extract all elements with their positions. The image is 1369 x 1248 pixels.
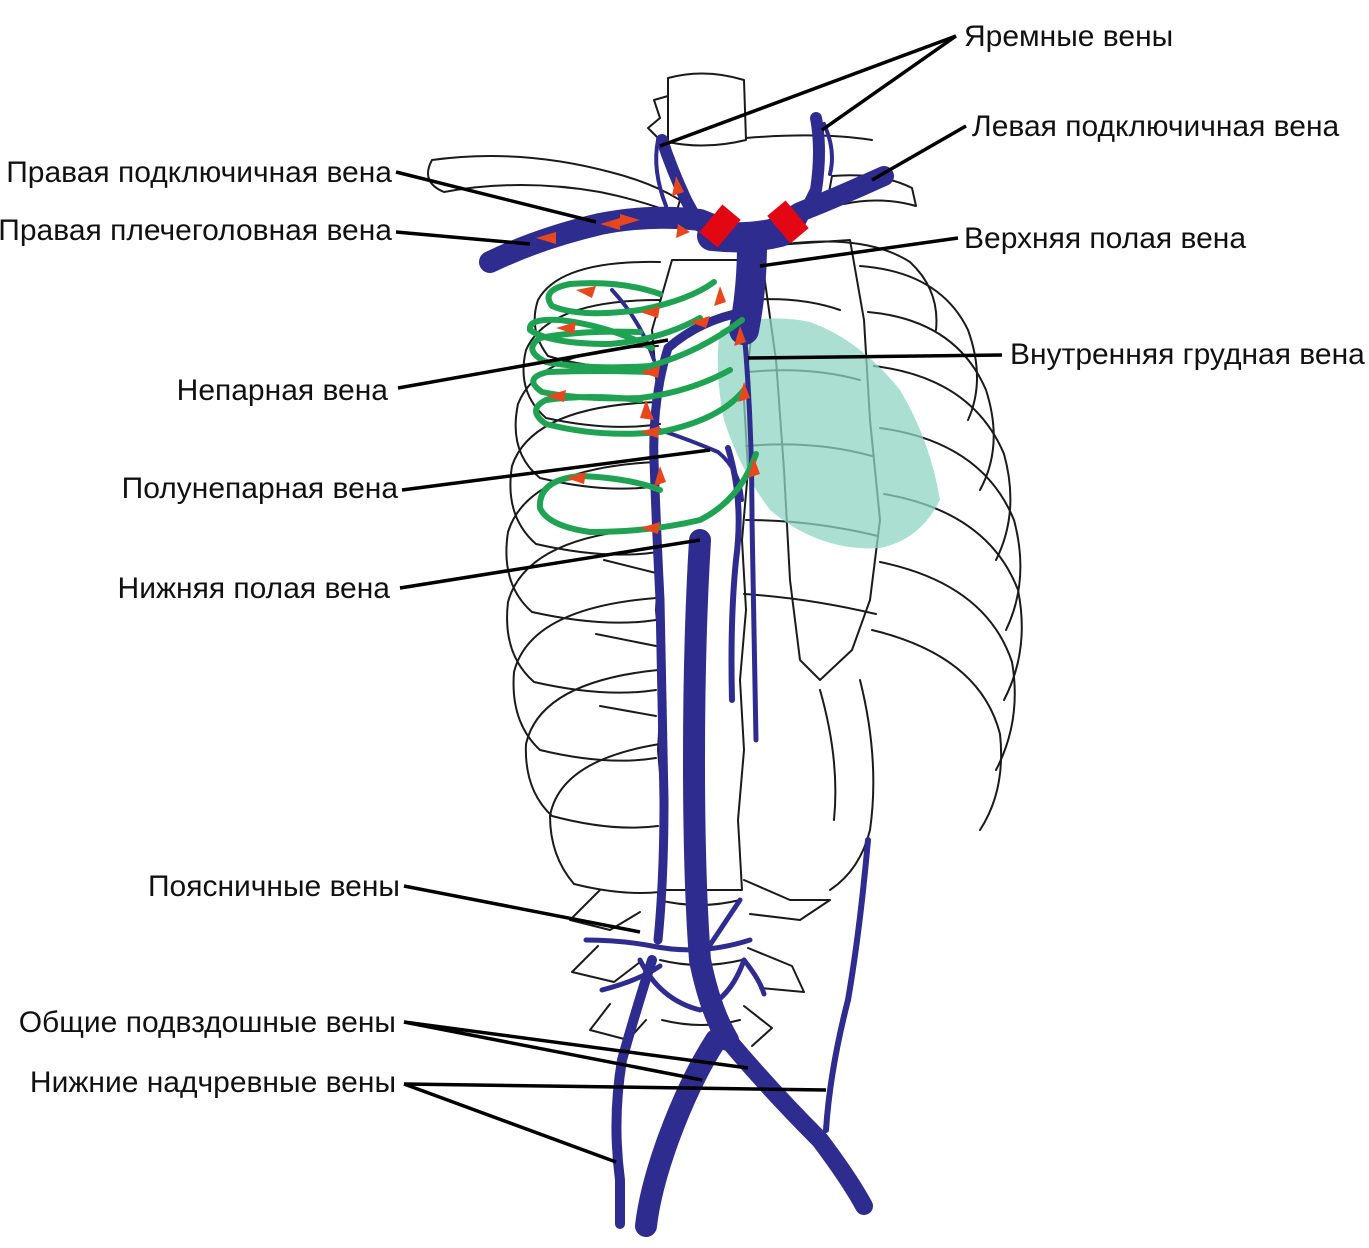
- flow-arrow: [546, 390, 566, 402]
- label-superior-vena-cava: Верхняя полая вена: [964, 222, 1246, 255]
- lumbar-vertebrae: [569, 879, 831, 1047]
- label-right-brachiocephalic-vein: Правая плечеголовная вена: [0, 214, 392, 247]
- superior-vena-cava: [729, 229, 767, 345]
- leader-common-iliac-left: [403, 1020, 749, 1070]
- leader-jugular-right: [659, 34, 957, 148]
- leader-common-iliac-right: [403, 1020, 703, 1082]
- collateral-loop-1: [545, 279, 717, 317]
- collateral-loop-2: [526, 315, 703, 351]
- occlusion-marker-left: [767, 200, 809, 244]
- veins: [479, 112, 894, 1237]
- label-right-subclavian-vein: Правая подключичная вена: [6, 156, 392, 189]
- label-jugular-veins: Яремные вены: [964, 20, 1173, 53]
- flow-arrow: [620, 214, 640, 226]
- leader-lumbar: [403, 884, 641, 934]
- flow-arrow: [676, 224, 690, 238]
- leader-epigastric-left: [403, 1082, 827, 1092]
- azygos-vein: [649, 307, 749, 945]
- flow-arrow: [566, 472, 586, 484]
- lumbar-connector: [637, 957, 747, 1013]
- flow-arrow: [640, 366, 660, 378]
- leader-svc: [759, 236, 959, 268]
- collateral-loop-6: [536, 451, 759, 535]
- label-left-subclavian-vein: Левая подключичная вена: [972, 110, 1340, 143]
- cervical-vertebra: [667, 72, 747, 147]
- flow-arrow: [640, 306, 660, 318]
- label-inferior-vena-cava: Нижняя полая вена: [118, 572, 391, 605]
- flow-arrow: [640, 400, 654, 420]
- leader-ivc: [399, 538, 701, 590]
- right-jugular-vein: [656, 134, 706, 232]
- label-inferior-epigastric-veins: Нижние надчревные вены: [30, 1066, 396, 1099]
- flow-arrow: [654, 466, 666, 486]
- flow-arrow: [734, 326, 746, 346]
- left-common-iliac-vein: [719, 1031, 873, 1215]
- ribs-left: [743, 240, 1023, 891]
- flow-arrow: [714, 286, 726, 306]
- left-jugular-vein: [794, 112, 825, 228]
- collateral-loop-5: [533, 387, 747, 437]
- azygos-upper-branch: [610, 288, 656, 362]
- occlusion-markers: [699, 200, 809, 248]
- label-internal-thoracic-vein: Внутренняя грудная вена: [1010, 338, 1365, 371]
- left-jugular-branch: [822, 122, 834, 176]
- label-azygos-vein: Непарная вена: [177, 374, 389, 407]
- internal-thoracic-vein: [741, 327, 759, 743]
- first-rib-left: [745, 134, 873, 141]
- leader-azygos: [397, 338, 669, 390]
- flow-arrow: [640, 426, 660, 438]
- flow-arrow: [738, 382, 750, 402]
- leader-jugular-left: [820, 34, 958, 132]
- left-inferior-epigastric-vein: [823, 837, 871, 1133]
- leader-left-subclavian: [871, 124, 967, 182]
- right-jugular-branch: [654, 138, 668, 208]
- occlusion-marker-right: [699, 204, 741, 248]
- cervical-process: [647, 95, 669, 143]
- flow-arrow: [748, 458, 760, 478]
- label-common-iliac-veins: Общие подвздошные вены: [19, 1006, 396, 1039]
- hemiazygos-vein: [725, 445, 742, 703]
- collateral-loop-4: [530, 367, 733, 402]
- label-hemiazygos-vein: Полунепарная вена: [122, 472, 399, 505]
- leader-right-brachiocephalic: [395, 230, 531, 246]
- flow-arrow: [556, 322, 576, 334]
- flow-arrow: [672, 176, 684, 196]
- right-inferior-epigastric-vein: [611, 955, 657, 1229]
- flow-arrow: [600, 218, 620, 230]
- leader-right-subclavian: [395, 170, 597, 224]
- labels: Яремные вены Левая подключичная вена Пра…: [0, 20, 1365, 1099]
- inferior-vena-cava: [683, 529, 739, 1051]
- flow-arrows: [536, 176, 760, 534]
- lumbar-veins: [583, 897, 767, 997]
- leader-hemiazygos: [401, 448, 711, 492]
- clavicle-right: [427, 155, 681, 215]
- flow-arrow: [536, 232, 556, 244]
- flow-arrow: [690, 316, 710, 328]
- heart: [717, 318, 940, 549]
- right-common-iliac-vein: [635, 1029, 727, 1237]
- leader-internal-thoracic: [747, 353, 1003, 360]
- flow-arrow: [640, 522, 660, 534]
- leader-lines: [395, 34, 1003, 1164]
- label-lumbar-veins: Поясничные вены: [148, 870, 400, 903]
- flow-arrow: [576, 286, 596, 298]
- leader-epigastric-right: [403, 1082, 617, 1164]
